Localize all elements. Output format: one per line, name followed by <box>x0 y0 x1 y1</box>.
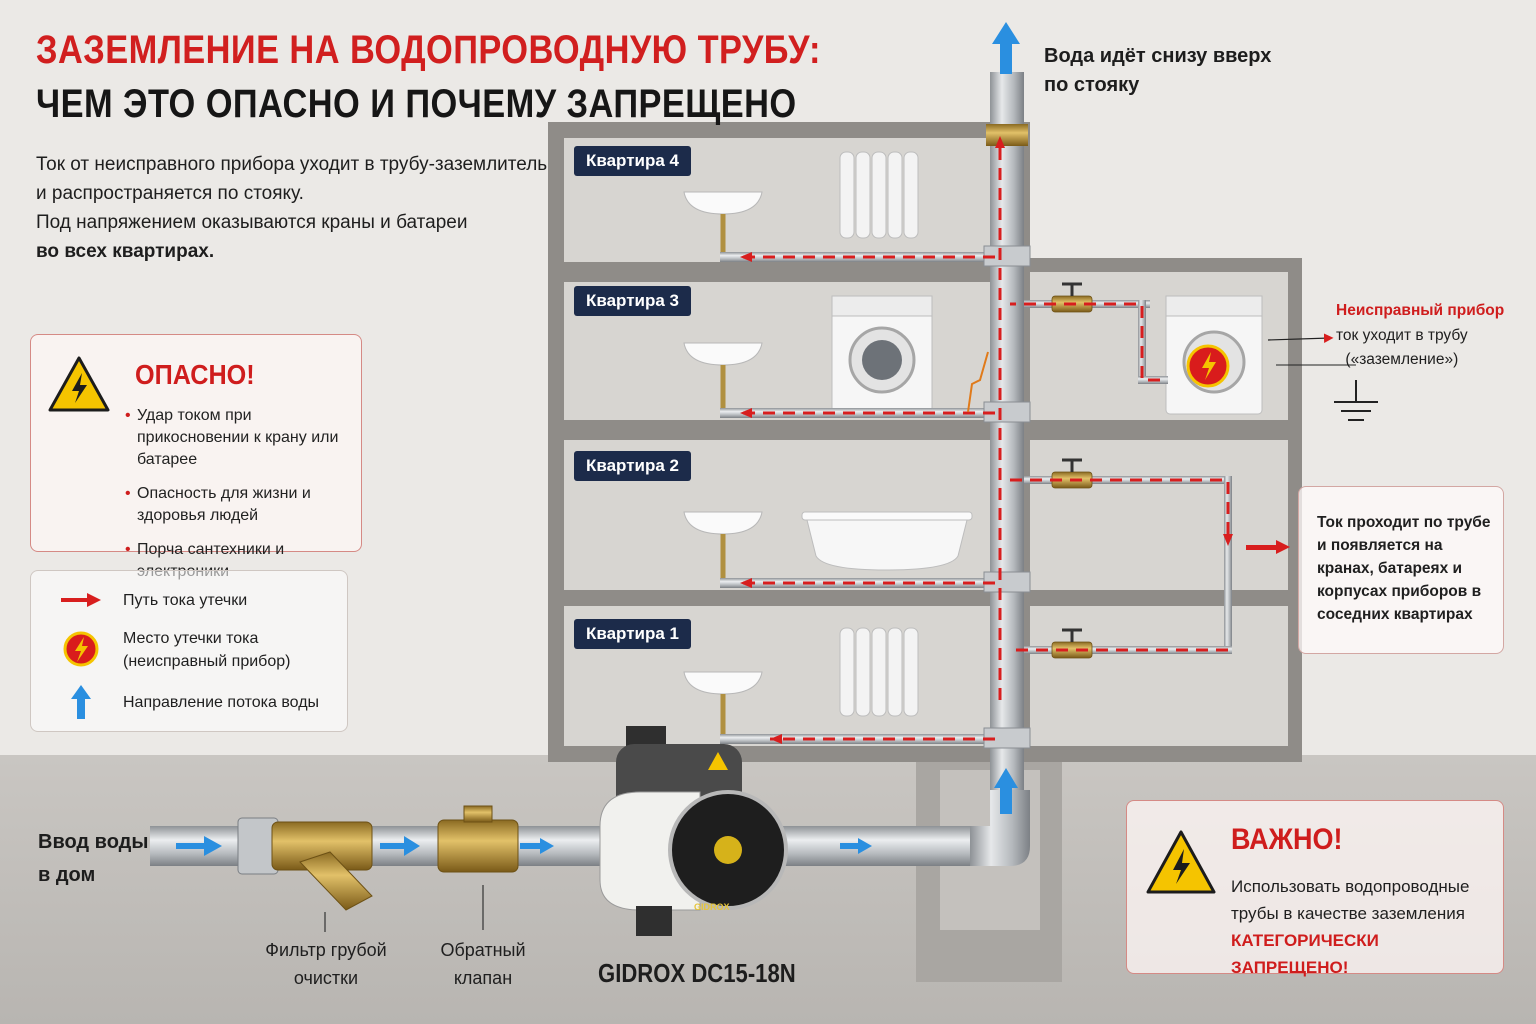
leak-point-icon <box>63 631 99 667</box>
legend-box: Путь тока утечки Место утечки тока (неис… <box>30 570 348 732</box>
check-valve-icon <box>437 805 519 873</box>
faulty-device-text: ток уходит в трубу («заземление») <box>1336 324 1468 372</box>
danger-list: Удар током при прикосновении к крану или… <box>125 405 361 595</box>
water-inlet-label: Ввод воды в дом <box>38 826 148 892</box>
filter-line-2: очистки <box>293 968 359 988</box>
bathtub-icon <box>801 511 973 571</box>
apartment-label-2: Квартира 2 <box>574 451 692 481</box>
faulty-washing-machine-icon <box>1165 295 1263 415</box>
water-inlet-line-2: в дом <box>38 864 96 886</box>
washing-machine-icon <box>831 295 933 413</box>
intro-line-4: во всех квартирах. <box>36 241 215 262</box>
intro-line-3: Под напряжением оказываются краны и бата… <box>36 212 468 233</box>
faulty-device-line-1: ток уходит в трубу <box>1336 327 1468 344</box>
info-text: Ток проходит по трубе и появляется на кр… <box>1317 514 1491 623</box>
info-arrow-icon <box>1246 540 1290 554</box>
apartment-label-3: Квартира 3 <box>574 286 692 316</box>
blue-arrow-up-icon <box>71 685 91 719</box>
important-text: Использовать водопроводные трубы в качес… <box>1231 873 1497 981</box>
apartment-label-4: Квартира 4 <box>574 146 692 176</box>
filter-label: Фильтр грубой очистки <box>258 936 394 992</box>
legend-label-current-path: Путь тока утечки <box>123 592 248 609</box>
important-title: ВАЖНО! <box>1231 823 1343 856</box>
title-line-1: ЗАЗЕМЛЕНИЕ НА ВОДОПРОВОДНУЮ ТРУБУ: <box>36 28 821 72</box>
warning-triangle-icon <box>48 356 110 412</box>
riser-note: Вода идёт снизу вверх по стояку <box>1044 45 1272 96</box>
title-line-2: ЧЕМ ЭТО ОПАСНО И ПОЧЕМУ ЗАПРЕЩЕНО <box>36 82 797 126</box>
coarse-filter-icon <box>237 817 373 911</box>
important-text-main: Использовать водопроводные трубы в качес… <box>1231 877 1470 923</box>
danger-item: Опасность для жизни и здоровья людей <box>125 483 361 527</box>
apartment-label-1: Квартира 1 <box>574 619 692 649</box>
water-up-arrow-icon <box>992 22 1020 814</box>
sink-icon <box>683 191 763 695</box>
ground-symbol-icon <box>1276 364 1378 421</box>
important-box: ВАЖНО! Использовать водопроводные трубы … <box>1126 800 1504 977</box>
filter-line-1: Фильтр грубой <box>265 940 387 960</box>
danger-title: ОПАСНО! <box>135 359 255 390</box>
radiator-icon <box>839 151 919 717</box>
red-arrow-icon <box>61 593 101 607</box>
faulty-device-line-2: («заземление») <box>1345 351 1459 368</box>
intro-line-1: Ток от неисправного прибора уходит в тру… <box>36 154 548 175</box>
intro-text: Ток от неисправного прибора уходит в тру… <box>36 150 556 266</box>
check-valve-line-2: клапан <box>453 968 513 988</box>
danger-item: Удар током при прикосновении к крану или… <box>125 405 361 471</box>
legend-label-water-flow: Направление потока воды <box>123 694 320 711</box>
water-inlet-line-1: Ввод воды <box>38 831 149 853</box>
important-text-red: КАТЕГОРИЧЕСКИ ЗАПРЕЩЕНО! <box>1231 931 1379 977</box>
warning-triangle-icon <box>1146 830 1216 894</box>
pump-brand: GIDROX <box>694 902 730 912</box>
circulation-pump-icon <box>599 726 788 936</box>
info-box: Ток проходит по трубе и появляется на кр… <box>1298 486 1504 654</box>
check-valve-line-1: Обратный <box>440 940 526 960</box>
pump-name: GIDROX DC15-18N <box>598 958 796 988</box>
danger-box: ОПАСНО! Удар током при прикосновении к к… <box>30 334 362 580</box>
legend-label-leak-point: Место утечки тока (неисправный прибор) <box>123 630 291 670</box>
intro-line-2: и распространяется по стояку. <box>36 183 304 204</box>
faulty-device-title: Неисправный прибор <box>1336 302 1505 319</box>
check-valve-label: Обратный клапан <box>426 936 540 992</box>
